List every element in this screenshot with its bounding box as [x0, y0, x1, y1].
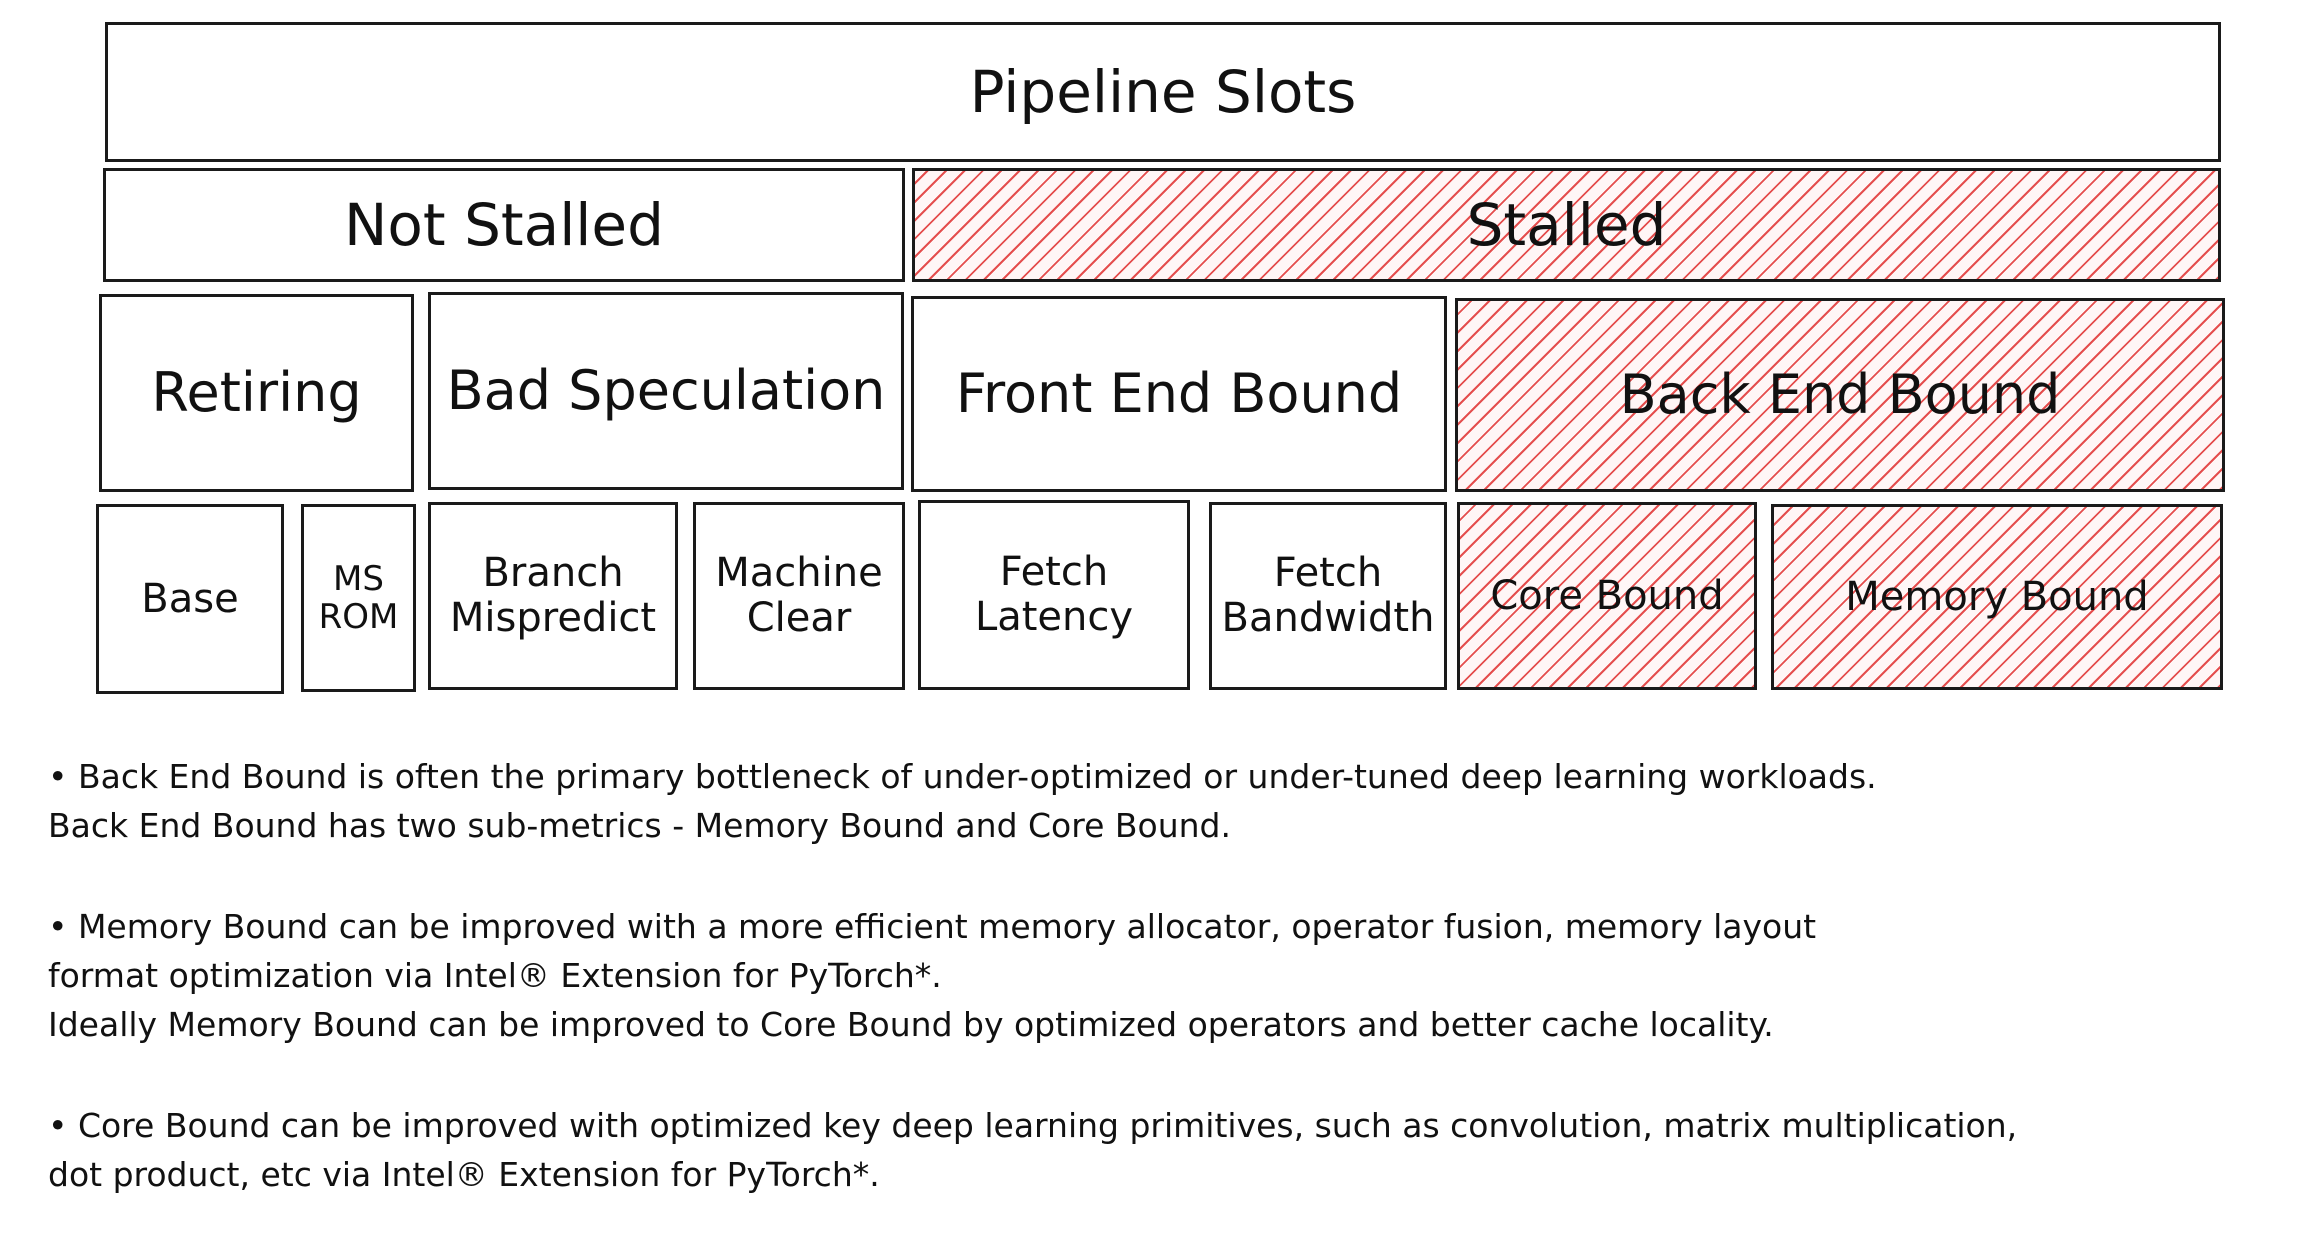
- note-memory-bound: • Memory Bound can be improved with a mo…: [48, 902, 2288, 1049]
- note-text-line: • Memory Bound can be improved with a mo…: [48, 907, 1817, 946]
- memory-bound-box: Memory Bound: [1771, 504, 2223, 690]
- base-label: Base: [141, 575, 239, 622]
- ms-rom-label: MS ROM: [318, 558, 399, 637]
- retiring-box: Retiring: [99, 294, 414, 492]
- bad-speculation-label: Bad Speculation: [446, 358, 886, 422]
- note-text-line: • Core Bound can be improved with optimi…: [48, 1106, 2018, 1145]
- fetch-bandwidth-box: Fetch Bandwidth: [1209, 502, 1447, 690]
- branch-mispredict-label: Branch Mispredict: [449, 550, 657, 641]
- notes-section: • Back End Bound is often the primary bo…: [48, 752, 2288, 1251]
- branch-mispredict-box: Branch Mispredict: [428, 502, 678, 690]
- note-text-line: format optimization via Intel® Extension…: [48, 956, 942, 995]
- front-end-bound-label: Front End Bound: [955, 361, 1403, 425]
- note-text-line: dot product, etc via Intel® Extension fo…: [48, 1155, 880, 1194]
- stalled-label: Stalled: [1466, 190, 1667, 259]
- not-stalled-box: Not Stalled: [103, 168, 905, 282]
- not-stalled-label: Not Stalled: [344, 190, 664, 259]
- note-text-line: Back End Bound has two sub-metrics - Mem…: [48, 806, 1231, 845]
- back-end-bound-label: Back End Bound: [1619, 362, 2061, 426]
- pipeline-slots-label: Pipeline Slots: [969, 57, 1357, 126]
- core-bound-label: Core Bound: [1490, 572, 1724, 619]
- memory-bound-label: Memory Bound: [1845, 573, 2149, 620]
- back-end-bound-box: Back End Bound: [1455, 298, 2225, 492]
- note-text-line: Ideally Memory Bound can be improved to …: [48, 1005, 1774, 1044]
- machine-clear-label: Machine Clear: [715, 550, 883, 641]
- note-back-end-bound: • Back End Bound is often the primary bo…: [48, 752, 2288, 850]
- stalled-box: Stalled: [912, 168, 2221, 282]
- front-end-bound-box: Front End Bound: [911, 296, 1447, 492]
- fetch-bandwidth-label: Fetch Bandwidth: [1221, 550, 1435, 641]
- ms-rom-box: MS ROM: [301, 504, 416, 692]
- fetch-latency-label: Fetch Latency: [974, 549, 1134, 640]
- bad-speculation-box: Bad Speculation: [428, 292, 904, 490]
- fetch-latency-box: Fetch Latency: [918, 500, 1190, 690]
- note-text-line: • Back End Bound is often the primary bo…: [48, 757, 1877, 796]
- base-box: Base: [96, 504, 284, 694]
- machine-clear-box: Machine Clear: [693, 502, 905, 690]
- note-core-bound: • Core Bound can be improved with optimi…: [48, 1101, 2288, 1199]
- core-bound-box: Core Bound: [1457, 502, 1757, 690]
- pipeline-slots-box: Pipeline Slots: [105, 22, 2221, 162]
- retiring-label: Retiring: [151, 360, 362, 424]
